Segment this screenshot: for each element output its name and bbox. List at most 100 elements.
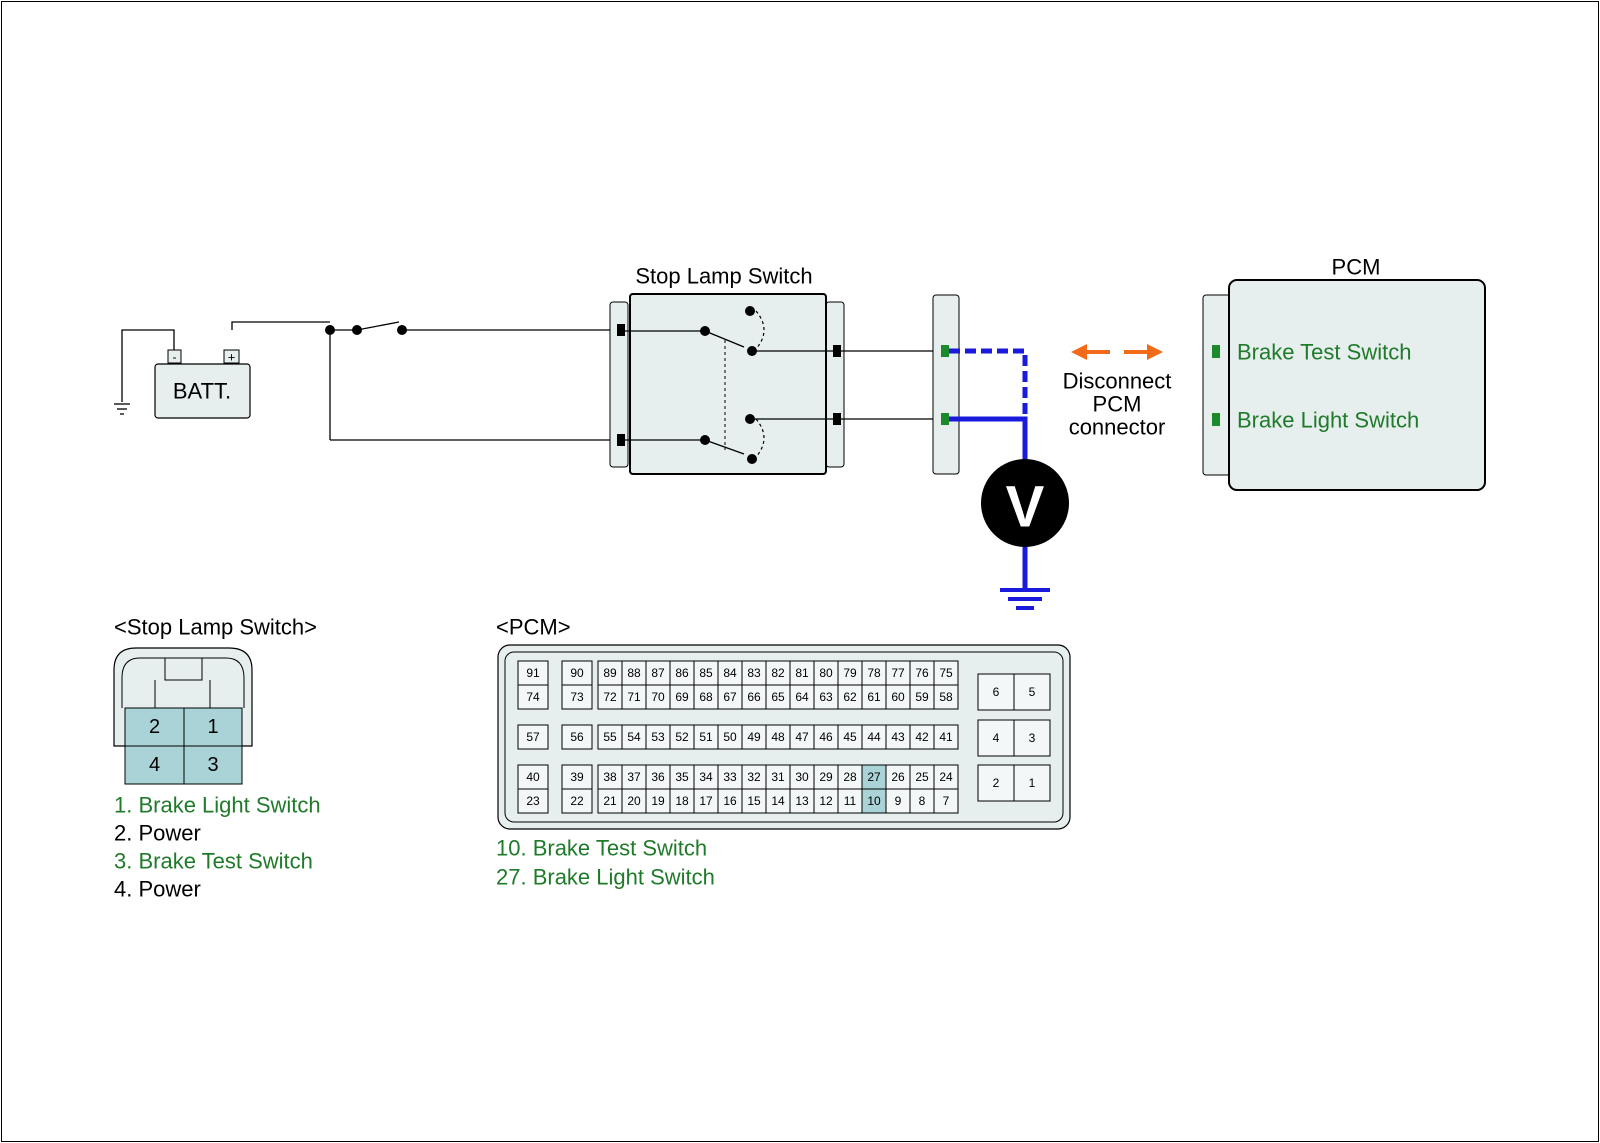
pcm-pin-number: 1 (1029, 776, 1036, 790)
pcm-pin-number: 43 (891, 730, 905, 744)
switch-body (629, 293, 827, 475)
battery-ground-wire (121, 329, 175, 402)
stop-lamp-legend-item: 3. Brake Test Switch (114, 849, 313, 874)
pcm-pin-number: 41 (939, 730, 953, 744)
pcm-pin (885, 788, 911, 814)
pcm-pin-number: 67 (723, 690, 737, 704)
pcm-pin (765, 788, 791, 814)
pcm-pin (561, 660, 593, 686)
pcm-pin-number: 79 (843, 666, 857, 680)
pcm-pin (693, 724, 719, 750)
pcm-terminal-green (1212, 413, 1220, 426)
pcm-pin-highlighted (861, 764, 887, 790)
stop-lamp-pin-number: 4 (149, 754, 160, 776)
splice-dot (325, 325, 335, 335)
pcm-terminal-green (1212, 345, 1220, 358)
pcm-pin-number: 56 (570, 730, 584, 744)
pcm-pin (765, 684, 791, 710)
pcm-pin (933, 684, 959, 710)
switch-left-connector (609, 301, 629, 468)
pcm-pin (693, 660, 719, 686)
stop-lamp-pin-number: 1 (207, 716, 218, 738)
pcm-pin-number: 58 (939, 690, 953, 704)
stop-lamp-switch: Stop Lamp Switch (609, 264, 845, 475)
pcm-pin-number: 60 (891, 690, 905, 704)
pcm-pin (1013, 673, 1051, 711)
pcm-pin-number: 89 (603, 666, 617, 680)
pcm-pin (909, 764, 935, 790)
pcm-pin-number: 64 (795, 690, 809, 704)
disconnect-note-line: Disconnect (1063, 369, 1172, 394)
ground-icon (1000, 588, 1050, 610)
pcm-pin-number: 29 (819, 770, 833, 784)
pcm-pin-number: 76 (915, 666, 929, 680)
pcm-pin-number: 37 (627, 770, 641, 784)
pcm-pin-number: 42 (915, 730, 929, 744)
pcm-pin-number: 90 (570, 666, 584, 680)
stop-lamp-pin (183, 707, 243, 747)
pcm-pin (861, 684, 887, 710)
pcm-pin (741, 764, 767, 790)
pcm-pin-number: 13 (795, 794, 809, 808)
pcm-pin-number: 12 (819, 794, 833, 808)
pcm-pin-number: 71 (627, 690, 641, 704)
pcm-pin-number: 31 (771, 770, 785, 784)
pcm-pin (933, 660, 959, 686)
pcm-pin-number: 10 (867, 794, 881, 808)
stop-lamp-pin-number: 2 (149, 716, 160, 738)
voltmeter-symbol: V (1006, 475, 1045, 540)
stop-lamp-connector-title: <Stop Lamp Switch> (114, 615, 317, 640)
pcm-pin (621, 764, 647, 790)
pcm-pin-number: 20 (627, 794, 641, 808)
pcm-pin-number: 5 (1029, 685, 1036, 699)
pcm-pin (909, 724, 935, 750)
pcm-pin (561, 684, 593, 710)
pcm-pin-number: 78 (867, 666, 881, 680)
pcm-pin-number: 72 (603, 690, 617, 704)
pcm-connector-title: <PCM> (496, 615, 571, 640)
battery-positive-symbol: + (228, 350, 236, 365)
stop-lamp-pin (183, 745, 243, 785)
pcm-pin-number: 68 (699, 690, 713, 704)
pcm-pin-number: 8 (919, 794, 926, 808)
pcm-pin-number: 65 (771, 690, 785, 704)
pcm-pin (517, 684, 549, 710)
pcm-pin (741, 684, 767, 710)
pcm-pin-number: 26 (891, 770, 905, 784)
pcm-pin (669, 764, 695, 790)
pcm-pin (741, 724, 767, 750)
pcm-pin-number: 87 (651, 666, 665, 680)
pcm-pin (597, 764, 623, 790)
pcm-pin-number: 61 (867, 690, 881, 704)
pcm-pin (669, 788, 695, 814)
pcm-pin (597, 724, 623, 750)
pcm-pin-number: 14 (771, 794, 785, 808)
pcm-pin (765, 724, 791, 750)
battery-positive-wire (231, 321, 330, 330)
pcm-pin-number: 84 (723, 666, 737, 680)
pcm-pin (717, 764, 743, 790)
stop-lamp-switch-title: Stop Lamp Switch (635, 264, 812, 289)
pcm-pin-number: 28 (843, 770, 857, 784)
switch-contact-dot (397, 325, 407, 335)
pcm-pin-number: 48 (771, 730, 785, 744)
disconnect-note-line: connector (1069, 415, 1166, 440)
pcm-pin (837, 724, 863, 750)
pcm-pin-number: 3 (1029, 731, 1036, 745)
pcm-pin-number: 46 (819, 730, 833, 744)
pcm-pin-number: 36 (651, 770, 665, 784)
pcm-pin (597, 788, 623, 814)
pcm-pin-number: 88 (627, 666, 641, 680)
pcm-pin (837, 764, 863, 790)
pcm-pin-number: 51 (699, 730, 713, 744)
battery-body (154, 363, 251, 419)
pcm-pin (597, 660, 623, 686)
voltmeter-measurement: V (949, 348, 1069, 610)
pcm-pin (517, 788, 549, 814)
probe-wire-dashed (949, 348, 1028, 420)
stop-lamp-legend-item: 1. Brake Light Switch (114, 793, 321, 818)
pcm-pin-number: 25 (915, 770, 929, 784)
